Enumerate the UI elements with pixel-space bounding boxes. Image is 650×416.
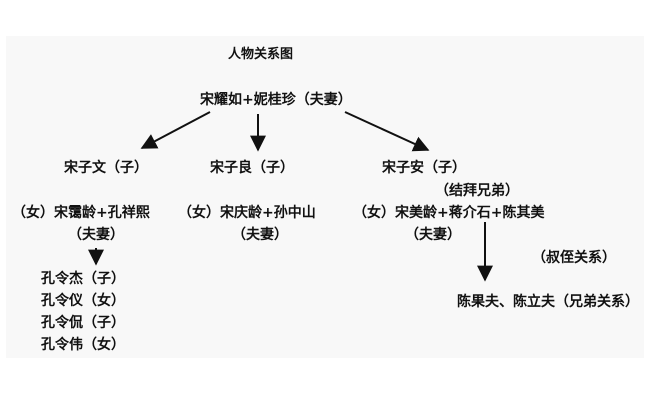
node-konglingyi: 孔令仪（女） [41,293,125,309]
node-konglingkan: 孔令侃（子） [41,315,125,331]
sworn-brothers-label: （结拜兄弟） [435,183,519,199]
node-songziliang: 宋子良（子） [210,160,294,176]
diagram-title: 人物关系图 [228,47,294,62]
relation-label-kong: （夫妻） [68,227,124,243]
node-chen-brothers: 陈果夫、陈立夫（兄弟关系） [457,294,639,310]
diagram-background [6,36,644,358]
node-konglingjie: 孔令杰（子） [41,271,125,287]
relation-label-sun: （夫妻） [232,227,288,243]
node-songqingling-sunzhongshan: （女）宋庆龄+孙中山 [178,205,316,221]
uncle-nephew-label: （叔侄关系） [532,250,616,266]
relation-label-jiang: （夫妻） [405,227,461,243]
arrow-root-to-songzian [344,111,430,152]
root-couple-node: 宋耀如+妮桂珍（夫妻） [200,92,352,108]
node-songziwen: 宋子文（子） [64,160,148,176]
node-songzian: 宋子安（子） [382,160,466,176]
node-songailing-kongxiangxi: （女）宋霭龄+孔祥熙 [12,205,150,221]
node-konglingwei: 孔令伟（女） [41,337,125,353]
arrow-root-to-songziwen [140,111,211,149]
node-songmeiling-jiang-chen: （女）宋美龄+蒋介石+陈其美 [353,205,545,221]
